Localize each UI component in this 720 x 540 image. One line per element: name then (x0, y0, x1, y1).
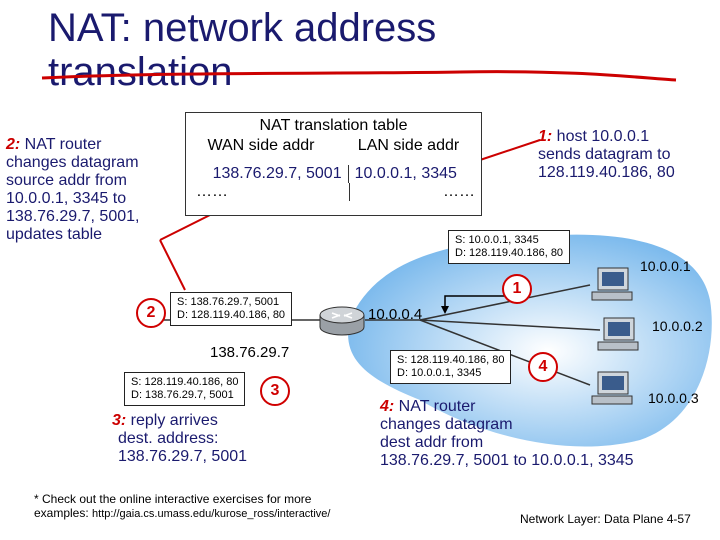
title-underline (41, 70, 677, 82)
packet-2-dst: D: 128.119.40.186, 80 (177, 309, 286, 321)
footer-note-url[interactable]: http://gaia.cs.umass.edu/kurose_ross/int… (92, 508, 331, 520)
packet-4-src: S: 128.119.40.186, 80 (397, 354, 505, 366)
step-badge-3: 3 (260, 376, 290, 406)
packet-1-dst: D: 128.119.40.186, 80 (455, 247, 564, 259)
step-badge-1: 1 (502, 274, 532, 304)
page-title: NAT: network address translation (48, 6, 548, 94)
host-3-ip: 10.0.0.3 (648, 390, 699, 406)
router-wan-ip: 138.76.29.7 (210, 344, 290, 361)
step-4-line-2: changes datagram (380, 416, 513, 433)
packet-2: S: 138.76.29.7, 5001 D: 128.119.40.186, … (170, 292, 293, 326)
footer-slide-label: Network Layer: Data Plane 4-57 (520, 512, 691, 526)
footer-note-line-1: * Check out the online interactive exerc… (34, 492, 312, 506)
step-1-number: 1: (538, 128, 553, 145)
packet-4: S: 128.119.40.186, 80 D: 10.0.0.1, 3345 (390, 350, 512, 384)
step-1-line-1: host 10.0.0.1 (552, 128, 650, 145)
step-2-line-3: source addr from (6, 172, 127, 189)
nat-table-ellipsis-left: …… (186, 183, 351, 201)
packet-1: S: 10.0.0.1, 3345 D: 128.119.40.186, 80 (448, 230, 571, 264)
host-1-ip: 10.0.0.1 (640, 258, 691, 274)
host-2-ip: 10.0.0.2 (652, 318, 703, 334)
footer-note-prefix: examples: (34, 506, 93, 520)
host-10-0-0-3 (591, 371, 633, 405)
step-2-line-2: changes datagram (6, 154, 139, 171)
nat-table-title: NAT translation table (259, 117, 408, 134)
host-10-0-0-1 (591, 267, 633, 301)
nat-table-row-lan: 10.0.0.1, 3345 (354, 165, 457, 182)
packet-3-src: S: 128.119.40.186, 80 (131, 376, 239, 388)
step-4-line-1: NAT router (394, 398, 476, 415)
nat-table-col-lan: LAN side addr (357, 137, 460, 154)
step-3-line-3: 138.76.29.7, 5001 (118, 448, 248, 465)
step-3-line-1: reply arrives (126, 412, 218, 429)
pointer-line-b (159, 239, 186, 291)
step-3-annotation: 3: reply arrives dest. address: 138.76.2… (112, 412, 312, 466)
arrow-step1 (444, 295, 510, 306)
step-2-number: 2: (6, 136, 21, 153)
step-3-line-2: dest. address: (118, 430, 219, 447)
nat-router (319, 306, 365, 336)
nat-table-ellipsis-right: …… (443, 183, 475, 200)
step-2-line-6: updates table (6, 226, 103, 243)
packet-3: S: 128.119.40.186, 80 D: 138.76.29.7, 50… (124, 372, 246, 406)
pointer-line-c (479, 139, 541, 161)
footer-note: * Check out the online interactive exerc… (34, 492, 330, 521)
packet-1-src: S: 10.0.0.1, 3345 (455, 234, 539, 246)
step-1-annotation: 1: host 10.0.0.1 sends datagram to 128.1… (538, 128, 718, 182)
step-2-line-1: NAT router (20, 136, 102, 153)
step-4-line-3: dest addr from (380, 434, 484, 451)
step-4-annotation: 4: NAT router changes datagram dest addr… (380, 398, 710, 470)
step-3-number: 3: (112, 412, 127, 429)
step-1-line-3: 128.119.40.186, 80 (538, 164, 675, 181)
step-4-number: 4: (380, 398, 395, 415)
nat-translation-table: NAT translation table WAN side addr LAN … (185, 112, 482, 216)
step-2-annotation: 2: NAT router changes datagram source ad… (6, 136, 166, 244)
packet-2-src: S: 138.76.29.7, 5001 (177, 296, 280, 308)
title-line-1: NAT: network address (48, 6, 437, 50)
nat-table-col-wan: WAN side addr (207, 137, 315, 154)
step-4-line-4: 138.76.29.7, 5001 to 10.0.0.1, 3345 (380, 452, 634, 469)
title-line-2: translation (48, 50, 233, 94)
router-lan-ip: 10.0.0.4 (368, 306, 423, 323)
host-10-0-0-2 (597, 317, 639, 351)
step-badge-2: 2 (136, 298, 166, 328)
packet-4-dst: D: 10.0.0.1, 3345 (397, 367, 482, 379)
step-2-line-5: 138.76.29.7, 5001, (6, 208, 140, 225)
nat-table-row-wan: 138.76.29.7, 5001 (186, 165, 349, 183)
packet-3-dst: D: 138.76.29.7, 5001 (131, 389, 234, 401)
step-badge-4: 4 (528, 352, 558, 382)
step-1-line-2: sends datagram to (538, 146, 671, 163)
step-2-line-4: 10.0.0.1, 3345 to (6, 190, 127, 207)
